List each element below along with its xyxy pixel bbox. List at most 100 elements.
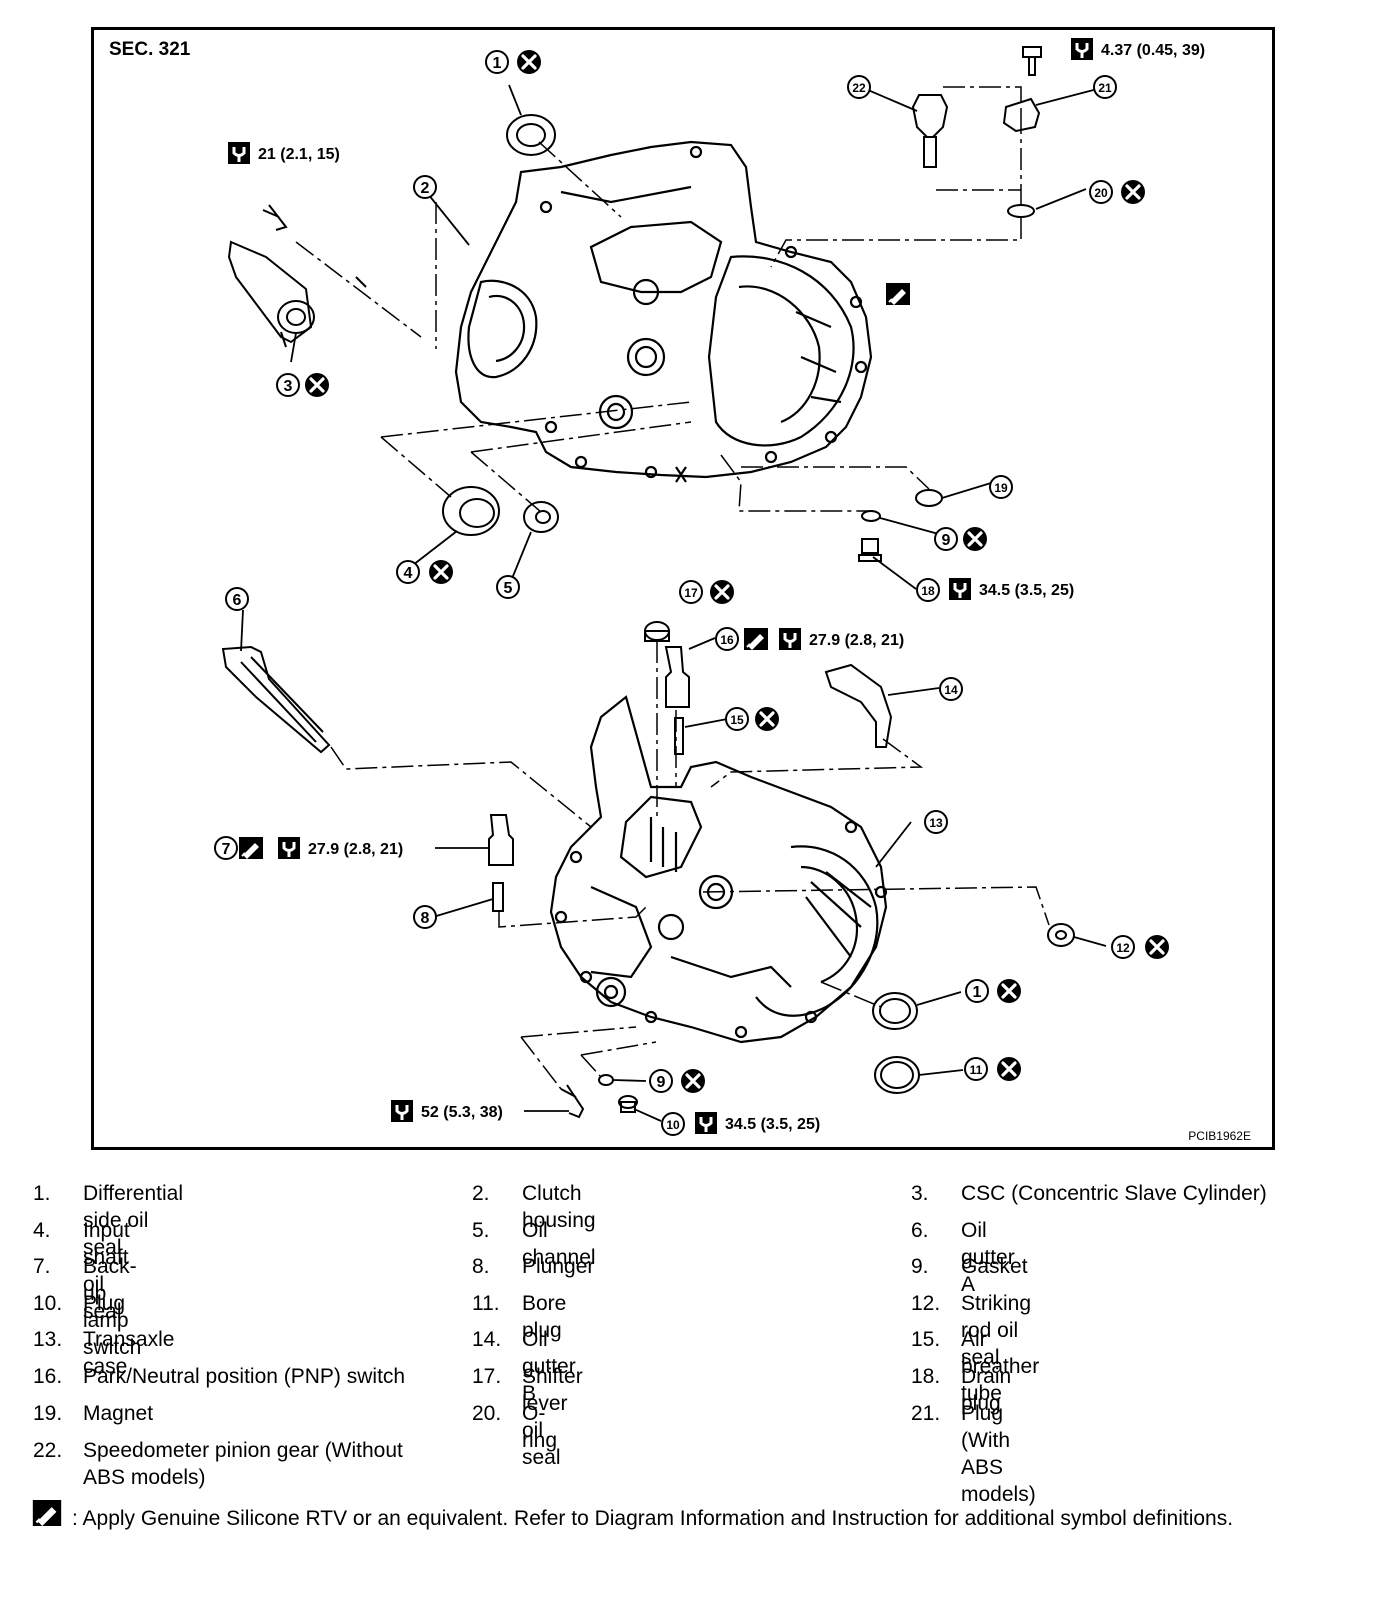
callout-9-top: 9 bbox=[934, 527, 958, 551]
callout-20-num: 20 bbox=[1094, 186, 1108, 200]
legend-num: 22. bbox=[33, 1439, 63, 1462]
callout-1-bottom: 1 bbox=[965, 979, 989, 1003]
legend-text: Plug bbox=[83, 1292, 126, 1315]
legend-num: 5. bbox=[472, 1219, 490, 1242]
section-label: SEC. 321 bbox=[109, 39, 191, 60]
legend-text: Park/Neutral position (PNP) switch bbox=[83, 1365, 406, 1388]
torque-18: 34.5 (3.5, 25) bbox=[979, 582, 1074, 599]
callout-3: 3 bbox=[276, 373, 300, 397]
legend-text: O-ring bbox=[522, 1402, 558, 1452]
callout-21-num: 21 bbox=[1098, 81, 1112, 95]
torque-16: 27.9 (2.8, 21) bbox=[809, 632, 904, 649]
legend-num: 2. bbox=[472, 1182, 490, 1205]
callout-11: 11 bbox=[964, 1057, 988, 1081]
callout-16: 16 bbox=[715, 627, 739, 651]
callout-22: 22 bbox=[847, 75, 871, 99]
callout-18: 18 bbox=[916, 578, 940, 602]
torque-3: 21 (2.1, 15) bbox=[258, 146, 340, 163]
legend-text: Oil gutter A bbox=[961, 1219, 1015, 1296]
leader-lines bbox=[240, 84, 1107, 1122]
legend-text: Bore plug bbox=[522, 1292, 567, 1342]
callout-4: 4 bbox=[396, 560, 420, 584]
note-text: : Apply Genuine Silicone RTV or an equiv… bbox=[72, 1507, 1234, 1530]
do-not-reuse-icons bbox=[303, 48, 1171, 1095]
image-code: PCIB1962E bbox=[1188, 1129, 1251, 1143]
callout-10-num: 10 bbox=[666, 1118, 680, 1132]
legend-num: 20. bbox=[472, 1402, 502, 1425]
callout-2-num: 2 bbox=[421, 180, 430, 197]
legend-num: 9. bbox=[911, 1255, 929, 1278]
legend-num: 15. bbox=[911, 1328, 941, 1351]
legend-text: Oil channel bbox=[522, 1219, 596, 1269]
small-parts bbox=[221, 46, 1075, 1119]
legend-num: 4. bbox=[33, 1219, 51, 1242]
callout-15: 15 bbox=[725, 707, 749, 731]
legend-text: Air breather tube bbox=[961, 1328, 1040, 1405]
torque-52: 52 (5.3, 38) bbox=[421, 1104, 503, 1121]
exploded-view-diagram: SEC. 321 bbox=[109, 36, 1251, 1143]
legend-text: Back-up lamp switch bbox=[83, 1255, 142, 1359]
sealant-icons bbox=[238, 282, 911, 860]
callout-3-num: 3 bbox=[284, 378, 293, 395]
callout-13-num: 13 bbox=[929, 816, 943, 830]
legend-text: Drain plug bbox=[961, 1365, 1012, 1415]
callout-9-bottom: 9 bbox=[649, 1069, 673, 1093]
callout-19-num: 19 bbox=[994, 481, 1008, 495]
legend-num: 19. bbox=[33, 1402, 63, 1425]
callout-19: 19 bbox=[989, 475, 1013, 499]
legend-num: 1. bbox=[33, 1182, 51, 1205]
callout-5: 5 bbox=[496, 575, 520, 599]
callout-1-bottom-num: 1 bbox=[973, 984, 982, 1001]
callout-8: 8 bbox=[413, 905, 437, 929]
legend-text: Oil gutter B bbox=[522, 1328, 576, 1405]
legend-text: Differential side oil seal bbox=[83, 1182, 183, 1259]
callout-22-num: 22 bbox=[852, 81, 866, 95]
legend-num: 3. bbox=[911, 1182, 929, 1205]
legend-num: 13. bbox=[33, 1328, 63, 1351]
callout-21: 21 bbox=[1093, 75, 1117, 99]
callout-8-num: 8 bbox=[421, 910, 430, 927]
callout-14-num: 14 bbox=[944, 683, 958, 697]
legend-text: Shifter lever oil seal bbox=[522, 1365, 583, 1469]
callout-13: 13 bbox=[924, 810, 948, 834]
callout-18-num: 18 bbox=[921, 584, 935, 598]
callout-2: 2 bbox=[413, 175, 437, 199]
callout-15-num: 15 bbox=[730, 713, 744, 727]
legend-num: 21. bbox=[911, 1402, 941, 1425]
callout-16-num: 16 bbox=[720, 633, 734, 647]
callout-20: 20 bbox=[1089, 180, 1113, 204]
callout-1-top: 1 bbox=[485, 50, 509, 74]
callout-12: 12 bbox=[1111, 935, 1135, 959]
assembly-lines bbox=[295, 86, 1050, 1090]
torque-10: 34.5 (3.5, 25) bbox=[725, 1116, 820, 1133]
diagram-frame bbox=[91, 27, 1275, 1150]
callout-7-num: 7 bbox=[222, 841, 231, 858]
legend-num: 17. bbox=[472, 1365, 502, 1388]
callout-17-num: 17 bbox=[684, 586, 698, 600]
callout-11-num: 11 bbox=[970, 1063, 983, 1077]
callout-10: 10 bbox=[661, 1112, 685, 1136]
legend-num: 10. bbox=[33, 1292, 63, 1315]
sealant-icon bbox=[32, 1500, 62, 1526]
callout-9-bottom-num: 9 bbox=[657, 1074, 666, 1091]
callout-9-top-num: 9 bbox=[942, 532, 951, 549]
callout-4-num: 4 bbox=[404, 565, 413, 582]
callout-7: 7 bbox=[214, 836, 238, 860]
torque-21: 4.37 (0.45, 39) bbox=[1101, 42, 1205, 59]
legend-num: 12. bbox=[911, 1292, 941, 1315]
legend-text: Input shaft oil seal bbox=[83, 1219, 130, 1323]
legend-text: Striking rod oil seal bbox=[961, 1292, 1032, 1369]
legend-text: Gasket bbox=[961, 1255, 1028, 1278]
callout-17: 17 bbox=[679, 580, 703, 604]
legend-num: 11. bbox=[472, 1292, 500, 1315]
callout-1-top-num: 1 bbox=[493, 55, 502, 72]
legend-num: 14. bbox=[472, 1328, 502, 1351]
legend-num: 7. bbox=[33, 1255, 51, 1278]
legend-text: Magnet bbox=[83, 1402, 154, 1425]
clutch-housing bbox=[454, 140, 873, 483]
legend-text: Speedometer pinion gear (Without ABS mod… bbox=[83, 1439, 403, 1489]
callouts: 1 2 3 4 5 6 7 8 9 9 10 11 12 13 14 15 16… bbox=[214, 50, 1135, 1136]
legend-num: 8. bbox=[472, 1255, 490, 1278]
callout-14: 14 bbox=[939, 677, 963, 701]
legend-num: 18. bbox=[911, 1365, 941, 1388]
